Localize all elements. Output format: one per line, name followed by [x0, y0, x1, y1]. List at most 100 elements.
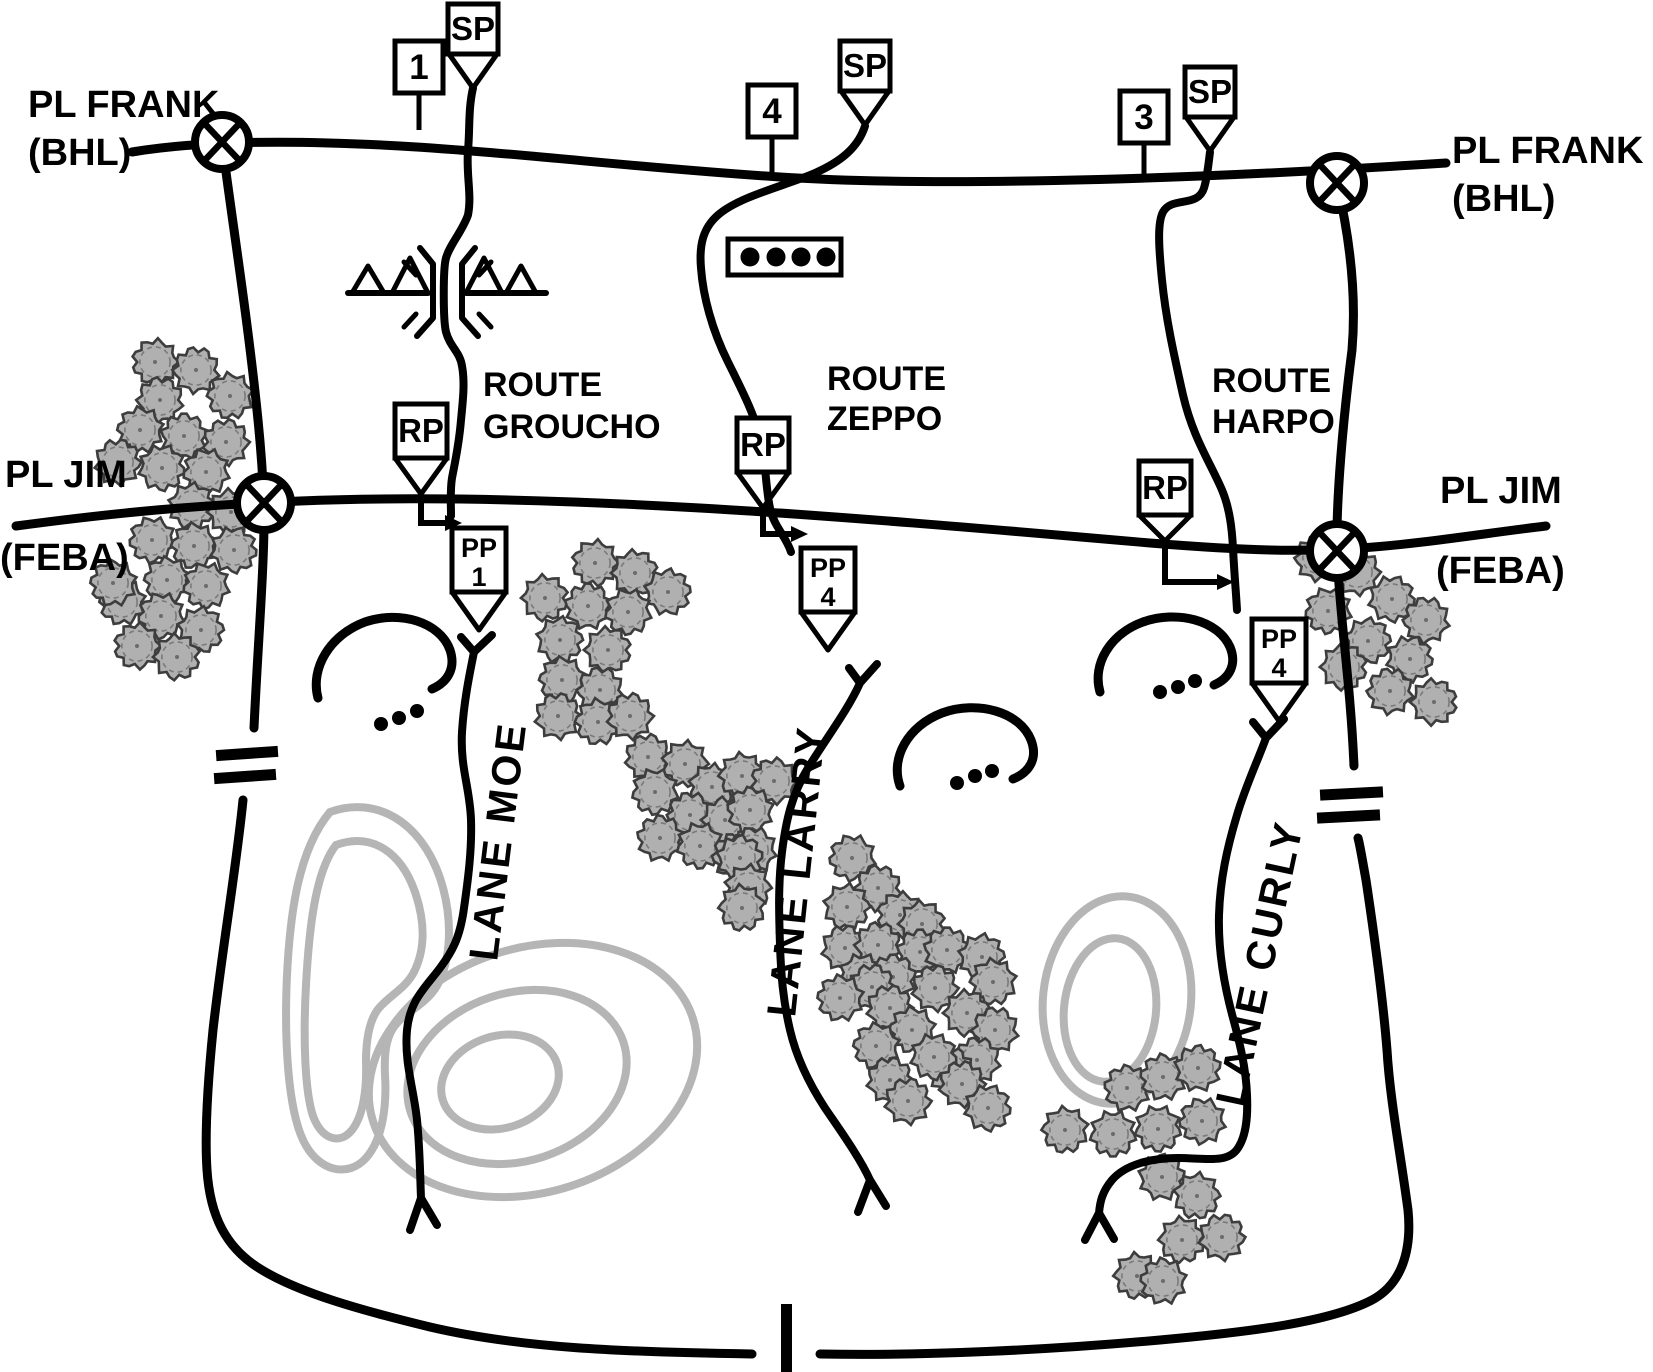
- tree-trunk-dot: [1195, 1194, 1199, 1198]
- crossing-site-x: [244, 482, 284, 524]
- release-point-arrow: [1162, 541, 1217, 585]
- tree-canopy-inner: [726, 892, 758, 924]
- tree-trunk-dot: [182, 434, 186, 438]
- tree-trunk-dot: [870, 985, 874, 989]
- obstacle-dot: [740, 247, 760, 267]
- mine-triangle: [349, 263, 387, 296]
- tree-trunk-dot: [1063, 1128, 1067, 1132]
- tree-trunk-dot: [224, 440, 228, 444]
- tree-trunk-dot: [228, 394, 232, 398]
- tree-icon: [1039, 1103, 1091, 1154]
- tree-trunk-dot: [1326, 609, 1330, 613]
- tree-trunk-dot: [175, 655, 179, 659]
- tree-icon: [1133, 1104, 1183, 1153]
- tree-trunk-dot: [593, 561, 597, 565]
- tree-trunk-dot: [653, 790, 657, 794]
- tree-trunk-dot: [772, 779, 776, 783]
- tree-canopy-inner: [544, 624, 576, 656]
- tree-trunk-dot: [556, 714, 560, 718]
- tree-trunk-dot: [628, 714, 632, 718]
- tree-icon: [581, 624, 633, 676]
- tree-trunk-dot: [740, 906, 744, 910]
- tree-icon: [205, 370, 256, 420]
- tree-trunk-dot: [586, 604, 590, 608]
- tree-canopy-inner: [979, 1014, 1011, 1046]
- tree-canopy-inner: [1147, 1265, 1179, 1297]
- tree-canopy-inner: [612, 596, 644, 628]
- phase-line-jim-qualifier-left: (FEBA): [0, 537, 129, 579]
- tree-canopy-inner: [218, 534, 250, 566]
- arrowhead-icon: [1217, 574, 1234, 590]
- route-zeppo-line: [696, 122, 869, 556]
- tree-canopy-inner: [190, 570, 222, 602]
- tree-canopy-inner: [185, 614, 217, 646]
- tree-canopy-inner: [572, 590, 604, 622]
- passage-point-marker: PP4: [1249, 616, 1309, 724]
- ellipse-dot: [985, 764, 999, 778]
- tree-icon: [635, 813, 685, 863]
- start-point-marker: SP: [445, 1, 501, 91]
- tree-icon: [169, 520, 220, 570]
- tree-icon: [1366, 574, 1416, 625]
- release-point-marker: RP: [1136, 458, 1234, 590]
- checkpoint-number: 4: [762, 92, 782, 131]
- crossing-site-x: [202, 121, 242, 163]
- tree-trunk-dot: [1388, 689, 1392, 693]
- start-point-funnel: [446, 52, 500, 91]
- tree-trunk-dot: [838, 996, 842, 1000]
- tree-trunk-dot: [160, 466, 164, 470]
- hill-ring-outer: [364, 938, 702, 1202]
- tree-trunk-dot: [698, 844, 702, 848]
- release-point-funnel: [392, 456, 450, 497]
- tree-icon: [537, 654, 588, 704]
- east-hill-ring-outer: [1038, 892, 1196, 1108]
- tree-canopy-inner: [139, 346, 171, 378]
- tree-icon: [130, 336, 182, 388]
- ellipse-dot: [950, 776, 964, 790]
- tree-trunk-dot: [204, 584, 208, 588]
- tree-canopy-inner: [1328, 651, 1360, 683]
- tree-trunk-dot: [1196, 1066, 1200, 1070]
- tree-trunk-dot: [153, 360, 157, 364]
- tree-trunk-dot: [658, 836, 662, 840]
- mine-triangle: [463, 255, 505, 296]
- tree-canopy-inner: [862, 872, 894, 904]
- tree-icon: [882, 1077, 934, 1128]
- tree-icon: [605, 691, 656, 743]
- tree-icon: [1177, 1096, 1228, 1147]
- arrowhead-icon: [791, 526, 808, 542]
- tree-canopy-inner: [1410, 604, 1442, 636]
- tree-canopy-inner: [146, 452, 178, 484]
- phase-line-frank-label-right: PL FRANK: [1452, 130, 1644, 172]
- tree-icon: [534, 614, 585, 664]
- passage-point-box: [449, 525, 509, 595]
- passage-point-box: [1249, 616, 1309, 686]
- checkpoint-marker: 4: [745, 82, 799, 172]
- tree-trunk-dot: [232, 548, 236, 552]
- start-point-marker: SP: [1182, 64, 1238, 154]
- tree-trunk-dot: [850, 856, 854, 860]
- tree-canopy-inner: [860, 1030, 892, 1062]
- checkpoint-box: [1117, 88, 1171, 146]
- dotted-rectangle-obstacle: [725, 236, 844, 278]
- tree-icon: [142, 554, 193, 605]
- passage-point-label: PP: [1261, 624, 1297, 654]
- passage-point-number: 1: [471, 562, 486, 592]
- tree-trunk-dot: [1125, 1086, 1129, 1090]
- start-point-box: [837, 38, 893, 94]
- passage-point-funnel: [1249, 681, 1309, 724]
- tree-icon: [851, 1020, 902, 1071]
- tree-trunk-dot: [1156, 1127, 1160, 1131]
- hill-contour-outer: [282, 803, 453, 1174]
- tree-canopy-inner: [918, 1041, 950, 1073]
- boundary-break-west: [213, 745, 279, 785]
- tree-canopy-inner: [836, 842, 868, 874]
- passage-point-marker: PP4: [798, 545, 858, 653]
- tree-trunk-dot: [558, 638, 562, 642]
- tree-canopy-inner: [542, 700, 574, 732]
- tree-canopy-inner: [919, 972, 951, 1004]
- tree-trunk-dot: [945, 948, 949, 952]
- crossing-site-x: [1317, 530, 1357, 572]
- tree-trunk-dot: [543, 596, 547, 600]
